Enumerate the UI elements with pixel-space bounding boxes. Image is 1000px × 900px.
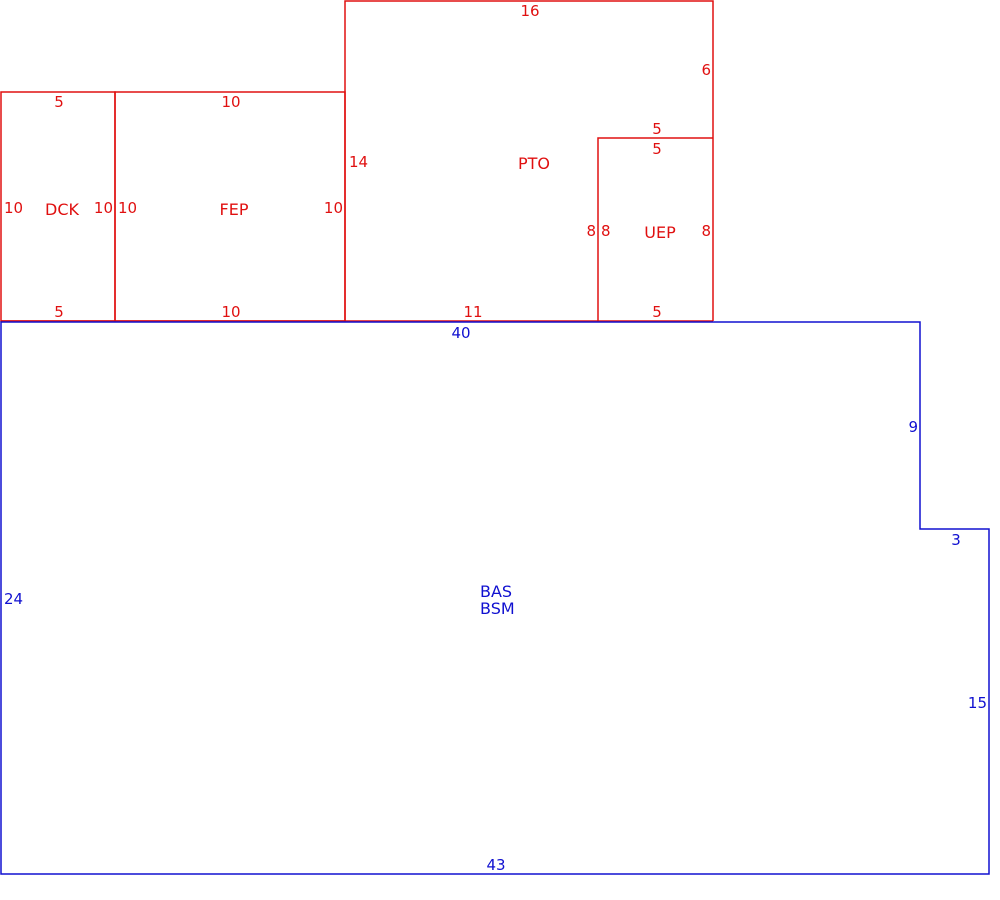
fep-dim-right: 10: [324, 199, 343, 217]
bas-dim-step: 3: [951, 531, 961, 549]
pto-outline: [344, 0, 714, 321]
basement-outline: [0, 321, 990, 875]
uep-dim-bottom: 5: [652, 303, 662, 321]
uep-dim-right: 8: [701, 222, 711, 240]
bas-dim-bottom: 43: [486, 856, 505, 874]
uep-dim-top-outer: 5: [652, 120, 662, 138]
dck-dim-left: 10: [4, 199, 23, 217]
fep-label: FEP: [220, 200, 249, 219]
dck-dim-bottom: 5: [54, 303, 64, 321]
uep-dim-left-inner: 8: [601, 222, 611, 240]
upper-level-outlines: [0, 0, 714, 322]
uep-outline: [597, 137, 713, 321]
uep-dim-top-inner: 5: [652, 140, 662, 158]
pto-label: PTO: [518, 154, 550, 173]
bsm-label: BSM: [480, 599, 515, 618]
pto-dim-left: 14: [349, 153, 368, 171]
dck-dim-right: 10: [94, 199, 113, 217]
fep-dim-top: 10: [221, 93, 240, 111]
bas-dim-top: 40: [451, 324, 470, 342]
bas-dim-left: 24: [4, 590, 23, 608]
dck-label: DCK: [45, 200, 79, 219]
pto-dim-top: 16: [520, 2, 539, 20]
fep-dim-left: 10: [118, 199, 137, 217]
dck-dim-top: 5: [54, 93, 64, 111]
fep-dim-bottom: 10: [221, 303, 240, 321]
uep-label: UEP: [644, 223, 676, 242]
pto-dim-right: 6: [701, 61, 711, 79]
bas-label: BAS: [480, 582, 512, 601]
uep-dim-left-outer: 8: [586, 222, 596, 240]
pto-dim-bottom: 11: [463, 303, 482, 321]
bas-dim-right-lower: 15: [968, 694, 987, 712]
bas-dim-right-upper: 9: [908, 418, 918, 436]
